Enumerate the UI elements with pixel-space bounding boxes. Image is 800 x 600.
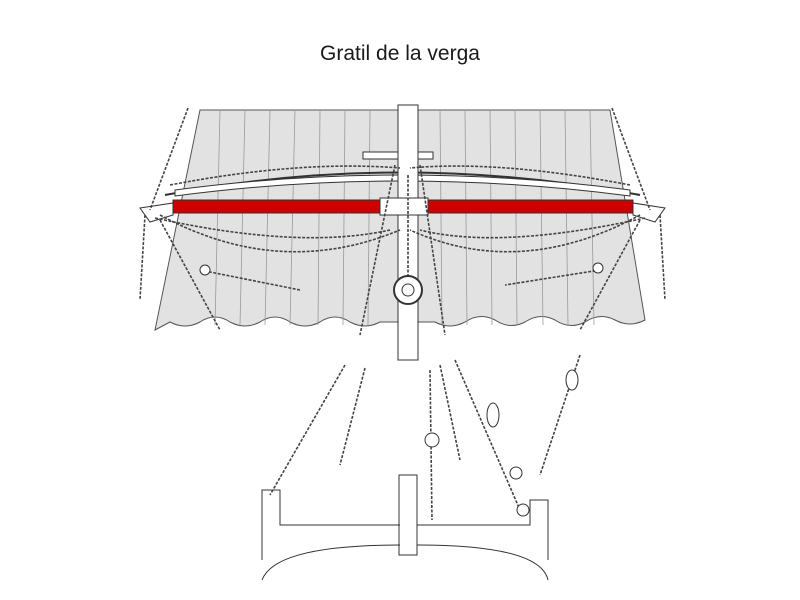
lower-rigging: [269, 354, 581, 521]
yard-arm-left: [139, 202, 174, 223]
upper-yard-fill: [174, 174, 631, 197]
block-tackle: [486, 402, 500, 428]
block-sheave-1: [509, 466, 523, 480]
block-right: [592, 262, 604, 274]
sail-seams: [214, 109, 595, 326]
block-left: [199, 264, 211, 276]
diagram-title: Gratil de la verga: [320, 42, 480, 65]
block-lower-right: [565, 369, 579, 391]
hull-outline: [261, 489, 549, 581]
block-sheave-2: [516, 503, 530, 517]
rigging-ropes: [139, 107, 666, 336]
mast-lower: [398, 474, 418, 556]
yard-parrel: [379, 197, 429, 216]
mast-upper: [397, 104, 419, 361]
yard-arm-right: [632, 202, 666, 223]
block-lower-center: [424, 432, 440, 448]
